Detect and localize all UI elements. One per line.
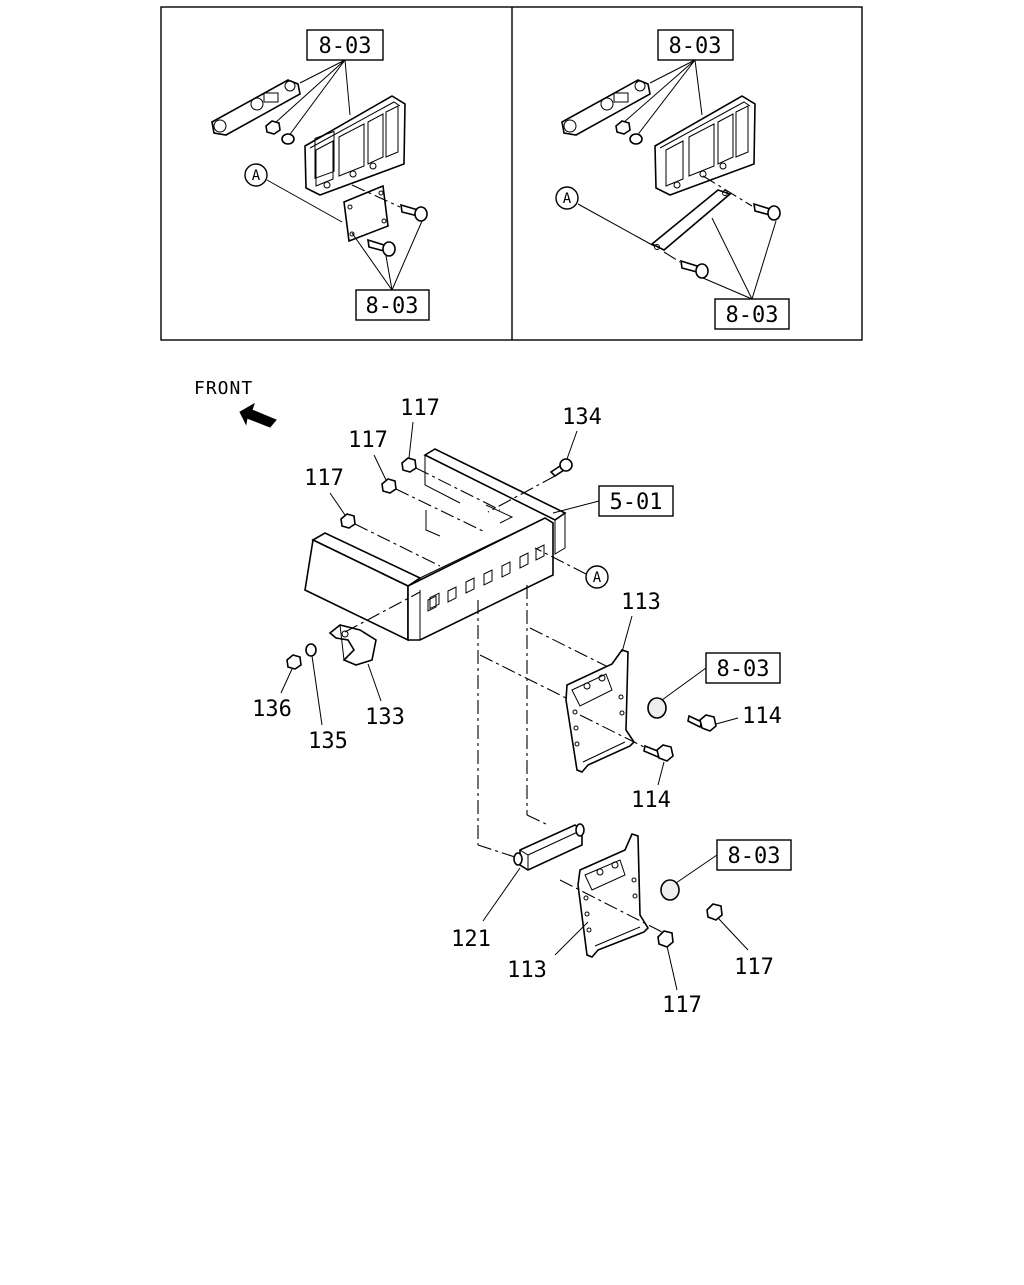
lower-lamp-cap bbox=[660, 879, 680, 901]
inset-right-bolt-lower bbox=[680, 259, 709, 279]
label-117-lower-bottom: 117 bbox=[662, 993, 702, 1018]
upper-bracket-ref: 8-03 bbox=[717, 657, 770, 682]
inset-frame bbox=[160, 6, 863, 341]
bracket-113-lower bbox=[577, 833, 650, 958]
label-113-upper: 113 bbox=[621, 590, 661, 615]
inset-right-top-ref: 8-03 bbox=[669, 34, 722, 59]
spacer-121 bbox=[513, 823, 585, 871]
inset-right-circle-a: A bbox=[555, 186, 579, 210]
inset-left-bolt-upper bbox=[400, 203, 428, 222]
inset-left-top-ref-box[interactable]: 8-03 bbox=[306, 29, 384, 61]
inset-left-plate bbox=[343, 184, 389, 243]
inset-left-circle-a-label: A bbox=[252, 168, 261, 184]
label-133: 133 bbox=[365, 705, 405, 730]
frame-ref: 5-01 bbox=[610, 490, 663, 515]
bolt-114-lower bbox=[643, 744, 674, 762]
label-121: 121 bbox=[451, 927, 491, 952]
label-114-right: 114 bbox=[742, 704, 782, 729]
inset-right-nut bbox=[615, 120, 631, 135]
upper-bracket-ref-box[interactable]: 8-03 bbox=[705, 652, 781, 684]
inset-left-bolt-lower bbox=[367, 238, 396, 257]
main-circle-a-label: A bbox=[593, 570, 602, 586]
tow-hook-133 bbox=[328, 624, 377, 666]
lower-bracket-ref: 8-03 bbox=[728, 844, 781, 869]
inset-right-bottom-ref-box[interactable]: 8-03 bbox=[714, 298, 790, 330]
inset-right-lamp-housing bbox=[654, 95, 756, 196]
inset-left-bar-bracket bbox=[211, 79, 301, 136]
label-135: 135 bbox=[308, 729, 348, 754]
inset-left-top-ref: 8-03 bbox=[319, 34, 372, 59]
upper-lamp-cap bbox=[647, 697, 667, 719]
inset-right-circle-a-label: A bbox=[563, 191, 572, 207]
nut-117-left bbox=[340, 513, 356, 529]
frame-crossmember bbox=[304, 448, 567, 642]
bolt-114-right bbox=[687, 714, 717, 732]
label-117-top: 117 bbox=[400, 396, 440, 421]
label-117-left: 117 bbox=[304, 466, 344, 491]
bracket-113-upper bbox=[565, 649, 636, 773]
label-114-lower: 114 bbox=[631, 788, 671, 813]
inset-right-washer bbox=[629, 133, 643, 145]
inset-left-nut bbox=[265, 120, 281, 135]
label-134: 134 bbox=[562, 405, 602, 430]
inset-left-lamp-housing bbox=[304, 95, 406, 196]
inset-panel-right: 8-03 bbox=[555, 29, 790, 330]
inset-right-bottom-ref: 8-03 bbox=[726, 303, 779, 328]
inset-right-top-ref-box[interactable]: 8-03 bbox=[657, 29, 734, 61]
lower-bracket-ref-box[interactable]: 8-03 bbox=[716, 839, 792, 871]
front-arrow-icon bbox=[239, 402, 277, 428]
nut-117-lower-bottom bbox=[657, 930, 674, 948]
washer-135 bbox=[305, 643, 317, 657]
bolt-134 bbox=[549, 458, 573, 478]
inset-left-bottom-ref-box[interactable]: 8-03 bbox=[355, 289, 430, 321]
inset-right-bar-bracket bbox=[561, 79, 651, 136]
inset-right-bolt-upper bbox=[753, 202, 781, 221]
inset-panel-left: 8-03 bbox=[211, 29, 430, 321]
inset-left-bottom-ref: 8-03 bbox=[366, 294, 419, 319]
nut-136 bbox=[286, 654, 302, 670]
nut-117-mid bbox=[381, 478, 397, 494]
nut-117-lower-right bbox=[706, 903, 723, 921]
front-label: FRONT bbox=[194, 378, 253, 399]
label-113-lower: 113 bbox=[507, 958, 547, 983]
label-136: 136 bbox=[252, 697, 292, 722]
label-117-mid: 117 bbox=[348, 428, 388, 453]
inset-left-circle-a: A bbox=[244, 163, 268, 187]
main-circle-a: A bbox=[585, 565, 609, 589]
nut-117-top bbox=[401, 457, 417, 473]
inset-right-plate bbox=[650, 189, 732, 251]
label-117-lower-right: 117 bbox=[734, 955, 774, 980]
front-indicator: FRONT bbox=[194, 378, 277, 428]
frame-ref-box[interactable]: 5-01 bbox=[598, 485, 674, 517]
inset-left-washer bbox=[281, 133, 295, 145]
